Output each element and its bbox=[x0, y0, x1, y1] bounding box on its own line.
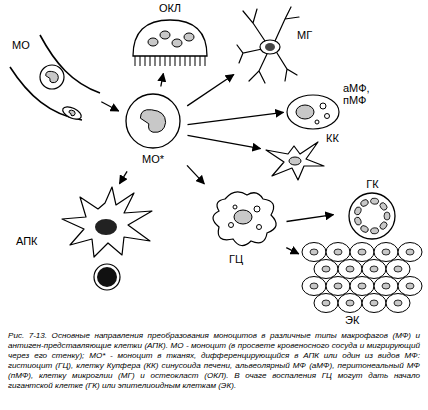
figure-caption: Рис. 7-13. Основные направления преобраз… bbox=[8, 331, 420, 391]
transformation-arrow bbox=[187, 165, 204, 184]
cell-node: МО bbox=[10, 35, 100, 120]
cell-illustration bbox=[300, 242, 425, 328]
cell-node: ОКЛ bbox=[125, 2, 215, 72]
transformation-arrow bbox=[286, 248, 298, 254]
transformation-arrow bbox=[188, 135, 261, 148]
cell-node: ГЦ bbox=[205, 185, 285, 270]
cell-label: аМФ, пМФ bbox=[343, 82, 379, 106]
cell-illustration bbox=[235, 5, 320, 85]
cell-label: МО bbox=[12, 39, 30, 51]
cell-label: КК bbox=[326, 132, 339, 144]
cell-label: ОКЛ bbox=[125, 2, 215, 14]
cell-node: ГК bbox=[335, 178, 410, 240]
cell-label: ГЦ bbox=[229, 253, 243, 265]
transformation-arrow bbox=[120, 171, 128, 183]
transformation-arrow bbox=[287, 215, 334, 222]
transformation-arrow bbox=[187, 75, 234, 106]
cell-node: аМФ, пМФ bbox=[285, 80, 380, 132]
cell-node: ЭК bbox=[300, 242, 425, 328]
cell-label: ЭК bbox=[345, 314, 359, 326]
cell-illustration bbox=[205, 185, 285, 270]
transformation-arrow bbox=[101, 102, 118, 111]
transformation-arrow bbox=[161, 74, 164, 87]
cell-node: АПК bbox=[10, 185, 160, 295]
cell-label: МГ bbox=[297, 29, 312, 41]
cell-node: МО* bbox=[120, 88, 186, 170]
cell-label: МО* bbox=[120, 153, 186, 165]
cell-node: КК bbox=[262, 132, 350, 182]
cell-label: АПК bbox=[16, 235, 38, 247]
cell-node: МГ bbox=[235, 5, 320, 85]
cell-label: ГК bbox=[335, 178, 410, 190]
transformation-arrow bbox=[188, 112, 284, 124]
